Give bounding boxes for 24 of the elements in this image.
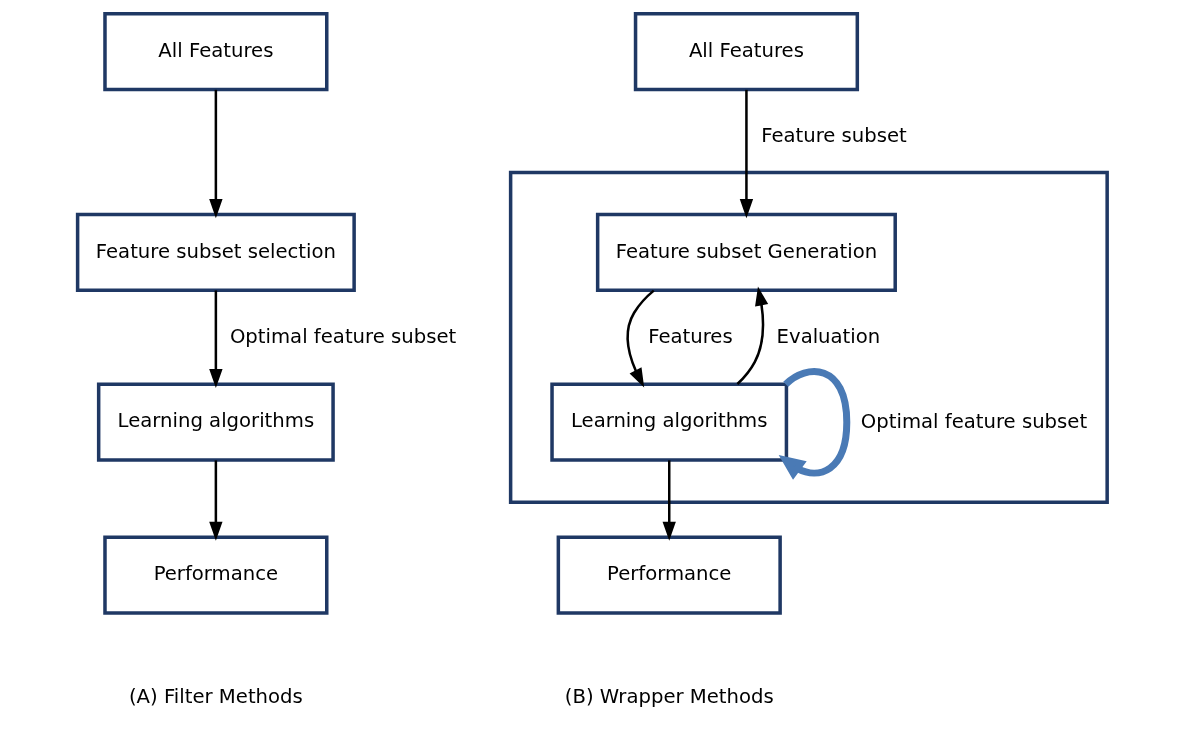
label: (A) Filter Methods [128, 684, 303, 708]
arrow [209, 89, 223, 219]
edge-label: Features [648, 325, 733, 349]
node-box: Feature subset Generation [595, 212, 897, 293]
node-box: Feature subset selection [75, 212, 356, 293]
edge-label: Feature subset [761, 124, 907, 148]
node-box: Learning algorithms [96, 382, 335, 462]
arrow [209, 290, 223, 389]
arrow [739, 89, 754, 219]
arrow [626, 289, 655, 388]
edge-label: Evaluation [776, 325, 881, 349]
node-box: Performance [103, 535, 329, 615]
arrow [662, 460, 676, 541]
edge-label: Optimal feature subset [860, 410, 1088, 434]
arrow [778, 368, 851, 480]
node-box: All Features [633, 12, 860, 92]
arrow [209, 460, 223, 541]
label: (B) Wrapper Methods [564, 684, 774, 708]
arrow [736, 286, 769, 385]
node-box: All Features [103, 12, 329, 92]
edge-label: Optimal feature subset [229, 325, 457, 349]
node-box: Performance [556, 535, 782, 615]
node-box: Learning algorithms [550, 382, 789, 462]
cluster [508, 170, 1109, 504]
